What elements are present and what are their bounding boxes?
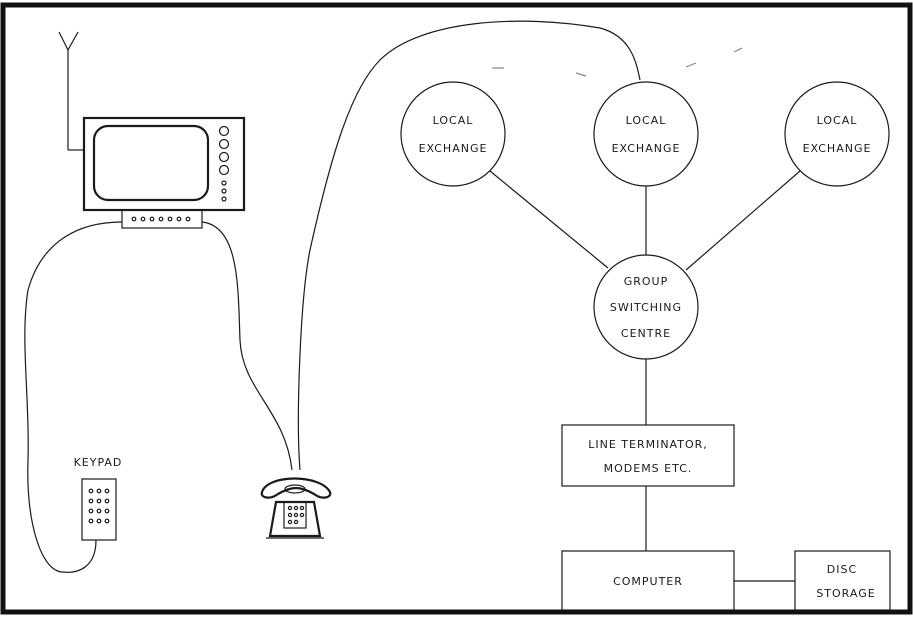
telephone-icon [262,479,331,539]
antenna-icon [59,32,84,150]
diagram-border [3,5,910,612]
svg-text:STORAGE: STORAGE [816,587,875,600]
scan-mark [686,63,696,67]
scan-mark [576,73,586,76]
tv-telephone-cable [202,222,292,470]
link-exchange-3 [686,171,800,270]
svg-text:LOCAL: LOCAL [626,114,667,127]
svg-text:GROUP: GROUP [624,275,669,288]
svg-text:DISC: DISC [827,563,857,576]
svg-text:SWITCHING: SWITCHING [610,301,682,314]
computer-box: COMPUTER [562,551,734,610]
link-exchange-1 [490,171,608,268]
svg-text:EXCHANGE: EXCHANGE [803,142,872,155]
svg-text:EXCHANGE: EXCHANGE [612,142,681,155]
disc-storage-box: DISC STORAGE [795,551,890,610]
local-exchange-3: LOCAL EXCHANGE [785,82,889,186]
svg-text:LINE TERMINATOR,: LINE TERMINATOR, [588,438,708,451]
line-terminator-box: LINE TERMINATOR, MODEMS ETC. [562,425,734,486]
tv-set-icon [84,118,244,228]
local-exchange-2: LOCAL EXCHANGE [594,82,698,186]
keypad-icon [82,479,116,540]
svg-text:CENTRE: CENTRE [621,327,671,340]
scan-mark [734,48,742,52]
group-switching-centre: GROUP SWITCHING CENTRE [594,255,698,359]
keypad-label: KEYPAD [74,456,123,469]
svg-text:MODEMS ETC.: MODEMS ETC. [604,462,693,475]
telephone-line [298,21,640,470]
local-exchange-1: LOCAL EXCHANGE [401,82,505,186]
svg-text:EXCHANGE: EXCHANGE [419,142,488,155]
svg-text:LOCAL: LOCAL [433,114,474,127]
svg-text:COMPUTER: COMPUTER [613,575,683,588]
svg-text:LOCAL: LOCAL [817,114,858,127]
